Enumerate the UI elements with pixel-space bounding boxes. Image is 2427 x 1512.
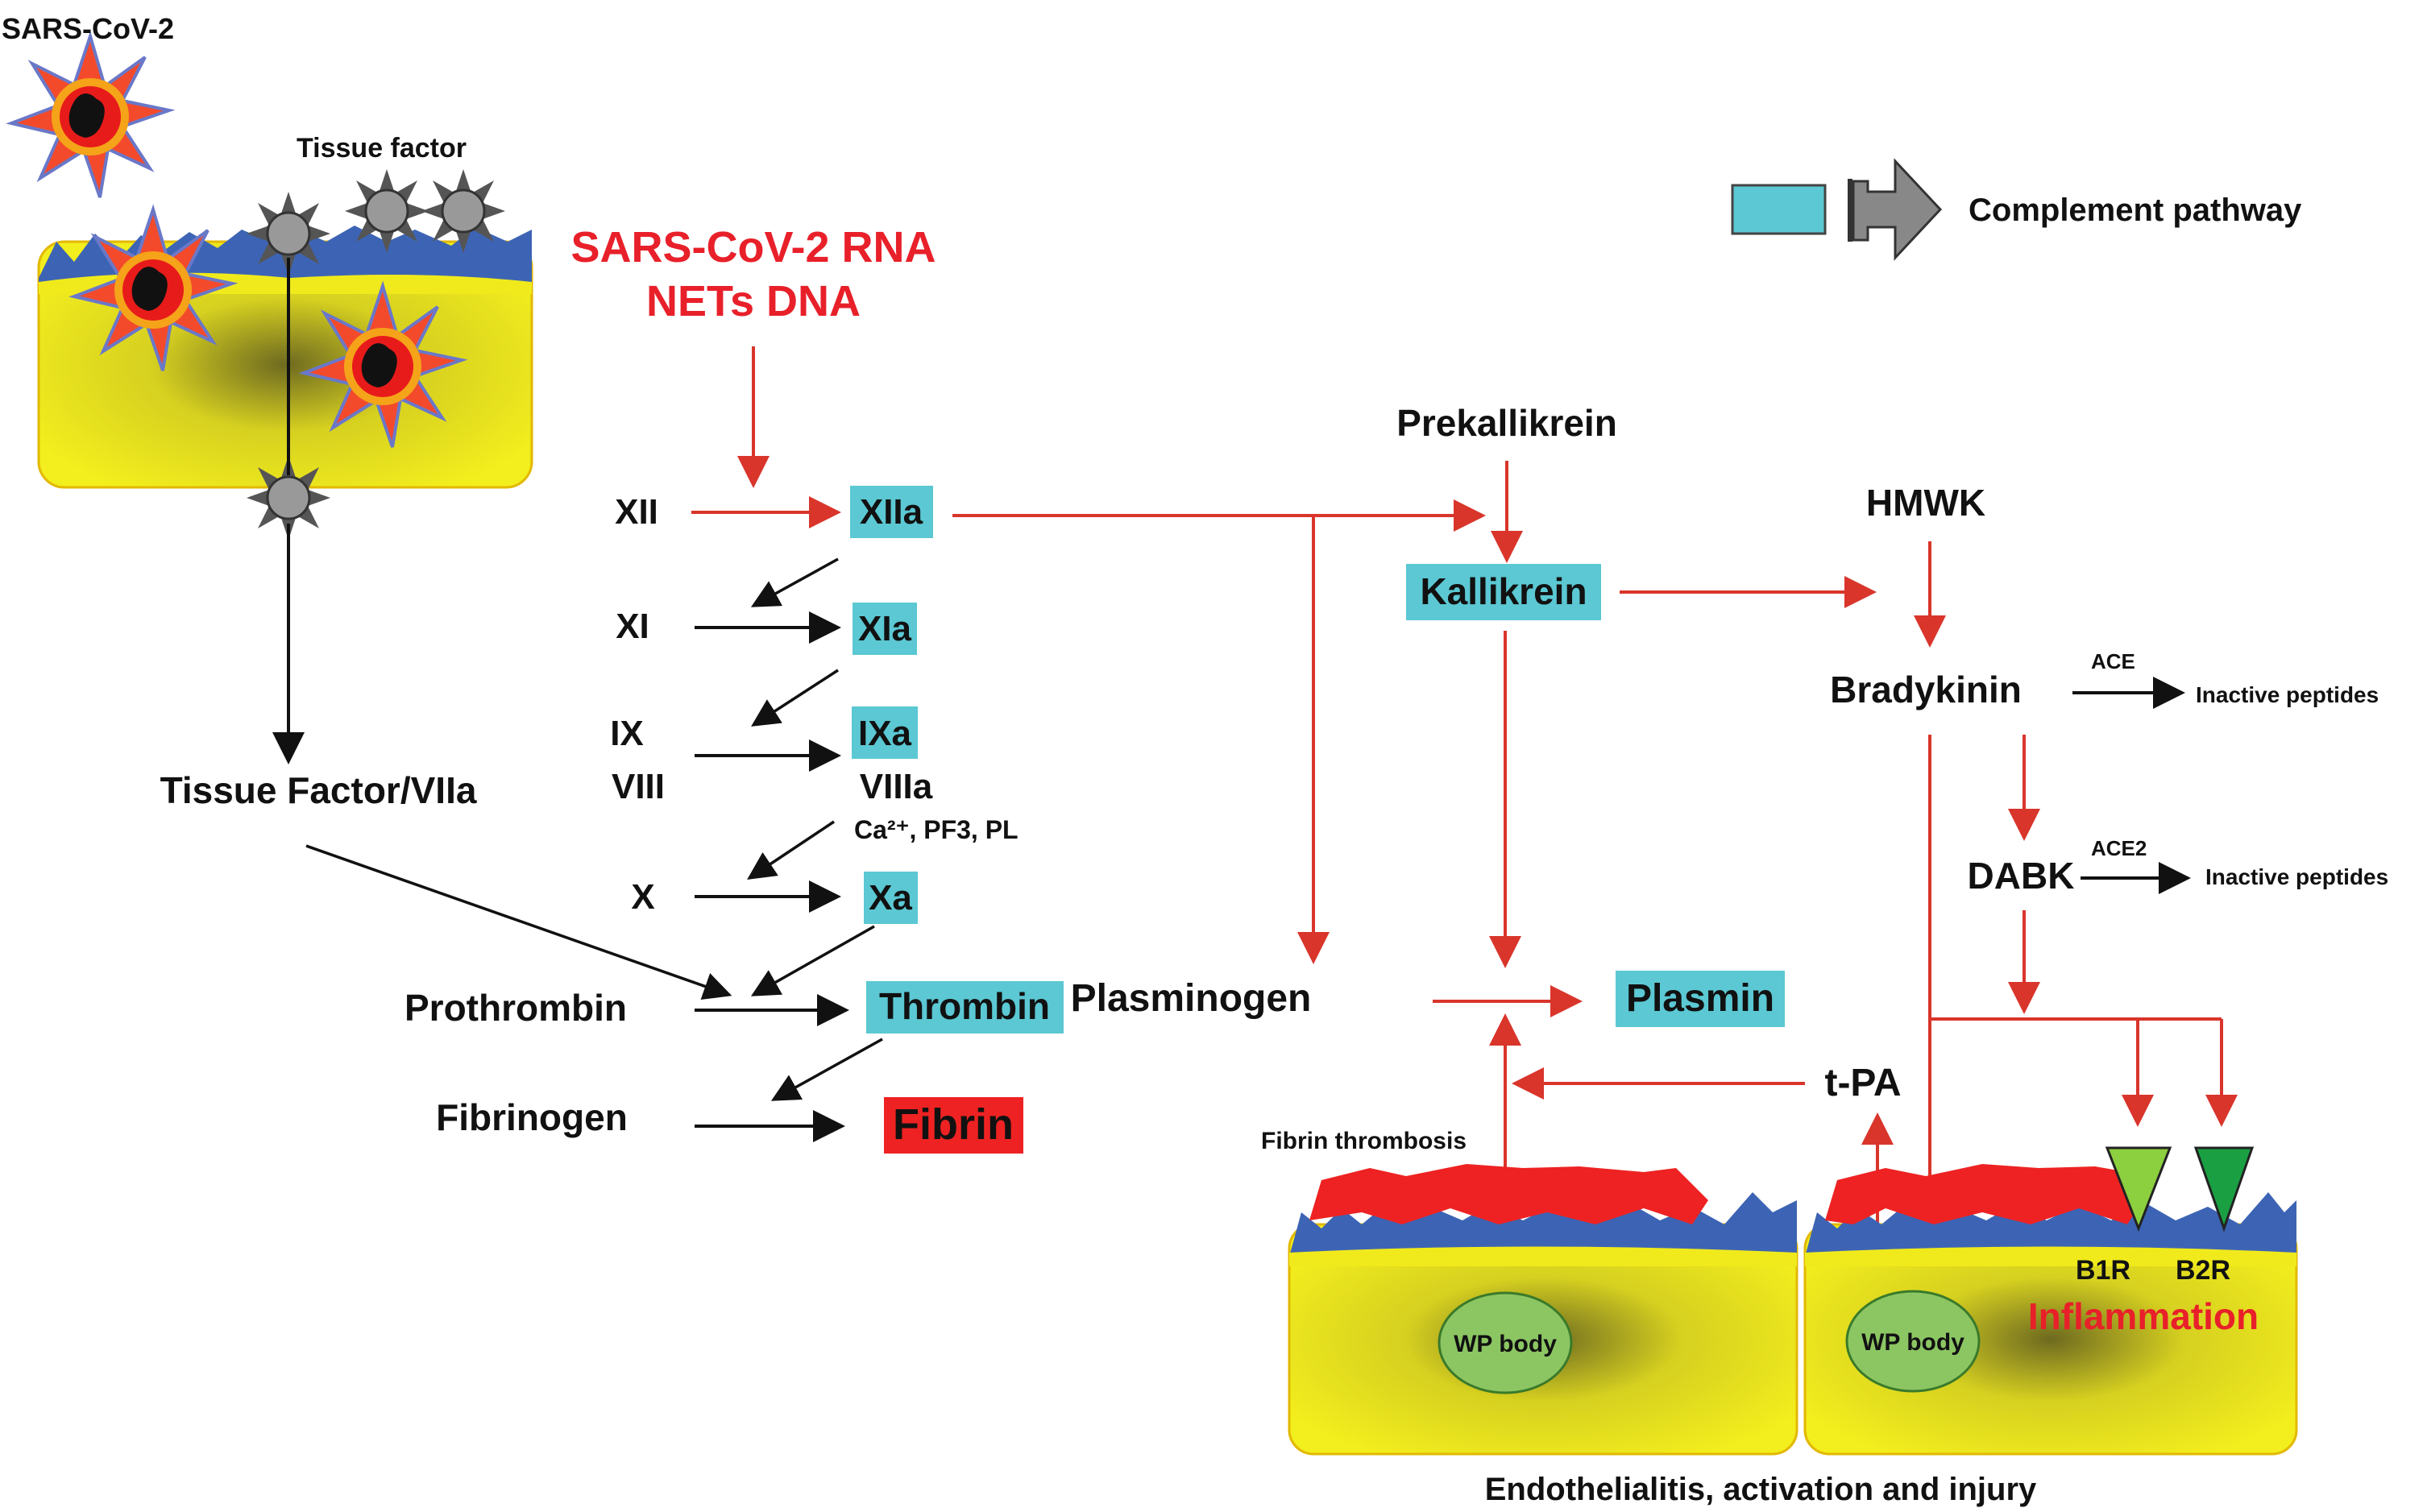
cofactors-label: Ca²⁺, PF3, PL <box>854 815 1019 844</box>
fibrin-thrombus <box>1825 1164 2143 1224</box>
wp-body-1: WP body <box>1454 1331 1557 1357</box>
legend-arrow-icon <box>1852 158 1943 261</box>
xii-label: XII <box>615 492 658 532</box>
plasminogen-label: Plasminogen <box>1071 977 1312 1020</box>
plasmin-label: Plasmin <box>1626 977 1774 1020</box>
thrombin-label: Thrombin <box>879 985 1050 1027</box>
tissue-factor-label: Tissue factor <box>297 133 467 164</box>
xiia-label: XIIa <box>860 492 923 532</box>
b1r-receptor-icon <box>2105 1146 2172 1232</box>
virus-label: SARS-CoV-2 <box>2 12 174 45</box>
ixa-label: IXa <box>858 714 912 753</box>
inflammation-label: Inflammation <box>2028 1295 2259 1337</box>
fibrin-label: Fibrin <box>893 1100 1014 1149</box>
viiia-label: VIIIa <box>860 767 933 806</box>
legend: Complement pathway <box>1731 158 2302 261</box>
kallikrein-label: Kallikrein <box>1420 570 1587 612</box>
b1r-label: B1R <box>2076 1255 2130 1286</box>
ace-label: ACE <box>2091 649 2135 673</box>
inactive-peptides-2: Inactive peptides <box>2205 864 2388 889</box>
fibrin-thrombosis-label: Fibrin thrombosis <box>1261 1128 1467 1154</box>
wp-body-2: WP body <box>1861 1329 1964 1356</box>
ix-label: IX <box>610 714 644 753</box>
inactive-peptides-1: Inactive peptides <box>2196 682 2379 707</box>
legend-cyan-box <box>1731 184 1827 235</box>
tpa-label: t-PA <box>1824 1062 1901 1104</box>
fibrin-thrombus <box>1309 1164 1708 1224</box>
prothrombin-label: Prothrombin <box>404 987 627 1029</box>
viii-label: VIII <box>612 767 665 806</box>
b2r-label: B2R <box>2176 1255 2230 1286</box>
bradykinin-label: Bradykinin <box>1830 669 2022 710</box>
ace2-label: ACE2 <box>2091 836 2147 860</box>
hmwk-label: HMWK <box>1866 482 1985 524</box>
tissue-factor-icon <box>420 168 507 255</box>
xia-label: XIa <box>858 609 912 648</box>
legend-label: Complement pathway <box>1969 193 2302 228</box>
xa-label: Xa <box>869 878 912 918</box>
cell-surface <box>1805 1192 2296 1257</box>
caption: Endothelialitis, activation and injury <box>1485 1472 2037 1507</box>
rna-label: SARS-CoV-2 RNA <box>570 223 936 271</box>
b2r-receptor-icon <box>2193 1146 2255 1232</box>
endothelial-cell-2 <box>1803 1164 2298 1456</box>
tissue-factor-icon <box>343 168 430 255</box>
x-label: X <box>631 877 654 917</box>
xi-label: XI <box>616 607 649 646</box>
nets-label: NETs DNA <box>646 277 861 325</box>
virus-icon <box>10 35 171 199</box>
fibrinogen-label: Fibrinogen <box>436 1096 628 1138</box>
prekallikrein-label: Prekallikrein <box>1396 402 1617 444</box>
tf-viia-label: Tissue Factor/VIIa <box>160 769 477 811</box>
dabk-label: DABK <box>1968 855 2075 897</box>
cell-surface <box>1289 1192 1797 1257</box>
